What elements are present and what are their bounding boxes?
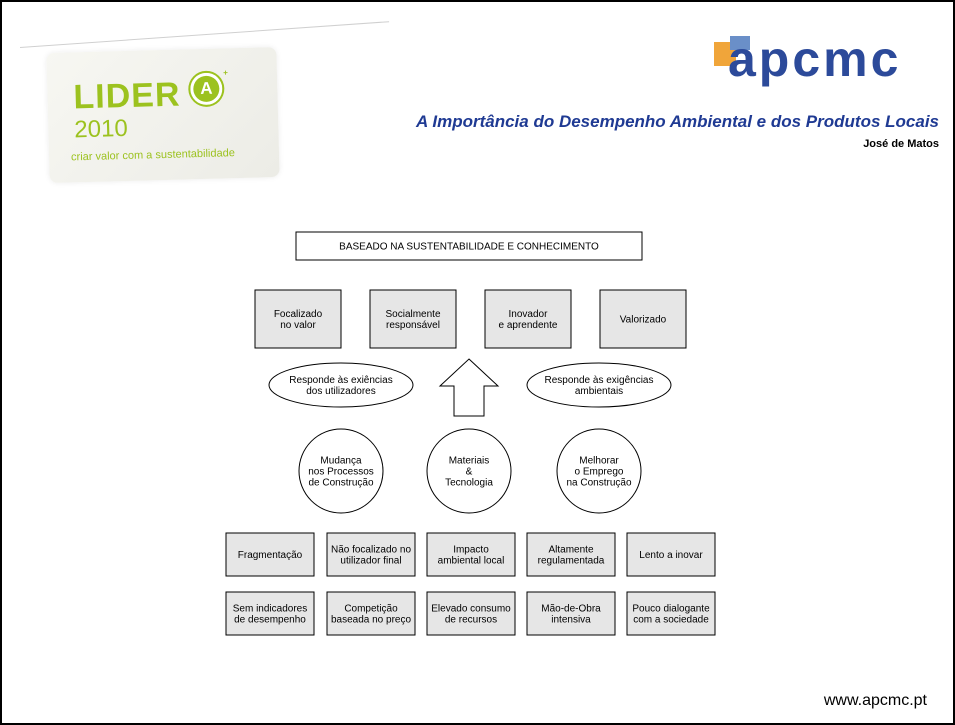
driver-circle-2 [426,428,512,514]
problem-box-r2-c2-label-line-2: baseada no preço [331,615,412,626]
problem-box-r2-c4-label-line-2: intensiva [551,615,591,626]
requirement-ellipse-2 [526,362,672,408]
problem-box-r2-c4 [526,591,616,636]
problem-box-r1-c2 [326,532,416,577]
up-arrow-icon [438,358,500,417]
attribute-box-4 [599,289,687,349]
slide-author: José de Matos [863,138,939,150]
problem-box-r1-c4-label-line-2: regulamentada [538,556,605,567]
driver-circle-2-label-line-2: & [466,467,473,478]
footer-url: www.apcmc.pt [823,692,927,709]
problem-box-r2-c5-label-line-1: Pouco dialogante [632,604,710,615]
attribute-box-1-label-line-2: no valor [280,320,316,331]
attribute-box-2 [369,289,457,349]
problem-box-r2-c1-label-line-1: Sem indicadores [233,604,307,615]
problem-box-r2-c4-label-line-1: Mão-de-Obra [541,604,601,615]
problem-box-r2-c2 [326,591,416,636]
attribute-box-1-label-line-1: Focalizado [274,309,323,320]
attribute-box-4-label-line-1: Valorizado [620,315,667,326]
problem-box-r1-c3 [426,532,516,577]
problem-box-r2-c3-label-line-1: Elevado consumo [431,604,511,615]
driver-circle-1-label-line-3: de Construção [308,478,373,489]
problem-box-r2-c3-label-line-2: de recursos [445,615,497,626]
requirement-ellipse-1 [268,362,414,408]
driver-circle-3-label-line-3: na Construção [566,478,631,489]
problem-box-r2-c1-label-line-2: de desempenho [234,615,306,626]
problem-box-r1-c5 [626,532,716,577]
requirement-ellipse-1-label-line-2: dos utilizadores [306,386,375,397]
driver-circle-1-label-line-2: nos Processos [308,467,374,478]
problem-box-r2-c3 [426,591,516,636]
problem-box-r1-c2-label-line-2: utilizador final [340,556,401,567]
driver-circle-2-label-line-1: Materiais [449,456,490,467]
problem-box-r1-c3-label-line-2: ambiental local [438,556,505,567]
apcmc-logo-blue-square [730,36,750,50]
attribute-box-3 [484,289,572,349]
problem-box-r1-c4-label-line-1: Altamente [548,545,593,556]
driver-circle-2-label-line-3: Tecnologia [445,478,493,489]
top-banner-label-line-1: BASEADO NA SUSTENTABILIDADE E CONHECIMEN… [339,242,599,253]
attribute-box-2-label-line-2: responsável [386,320,440,331]
problem-box-r1-c1 [225,532,315,577]
driver-circle-3-label-line-1: Melhorar [579,456,619,467]
slide-title: A Importância do Desempenho Ambiental e … [416,112,939,131]
problem-box-r2-c5-label-line-2: com a sociedade [633,615,709,626]
attribute-box-3-label-line-1: Inovador [509,309,549,320]
top-banner-box [295,231,643,261]
requirement-ellipse-2-label-line-2: ambientais [575,386,623,397]
driver-circle-3-label-line-2: o Emprego [575,467,624,478]
problem-box-r2-c5 [626,591,716,636]
attribute-box-3-label-line-2: e aprendente [499,320,558,331]
attribute-box-1 [254,289,342,349]
problem-box-r1-c4 [526,532,616,577]
problem-box-r2-c2-label-line-1: Competição [344,604,398,615]
problem-box-r1-c3-label-line-1: Impacto [453,545,489,556]
driver-circle-3 [556,428,642,514]
driver-circle-1 [298,428,384,514]
problem-box-r2-c1 [225,591,315,636]
problem-box-r1-c1-label-line-1: Fragmentação [238,550,303,561]
attribute-box-2-label-line-1: Socialmente [385,309,440,320]
problem-box-r1-c5-label-line-1: Lento a inovar [639,550,703,561]
apcmc-logo: apcmc [706,31,942,96]
apcmc-logo-word: apcmc [728,31,902,87]
requirement-ellipse-1-label-line-1: Responde às exiências [289,375,392,386]
requirement-ellipse-2-label-line-1: Responde às exigências [545,375,654,386]
problem-box-r1-c2-label-line-1: Não focalizado no [331,545,411,556]
driver-circle-1-label-line-1: Mudança [320,456,362,467]
